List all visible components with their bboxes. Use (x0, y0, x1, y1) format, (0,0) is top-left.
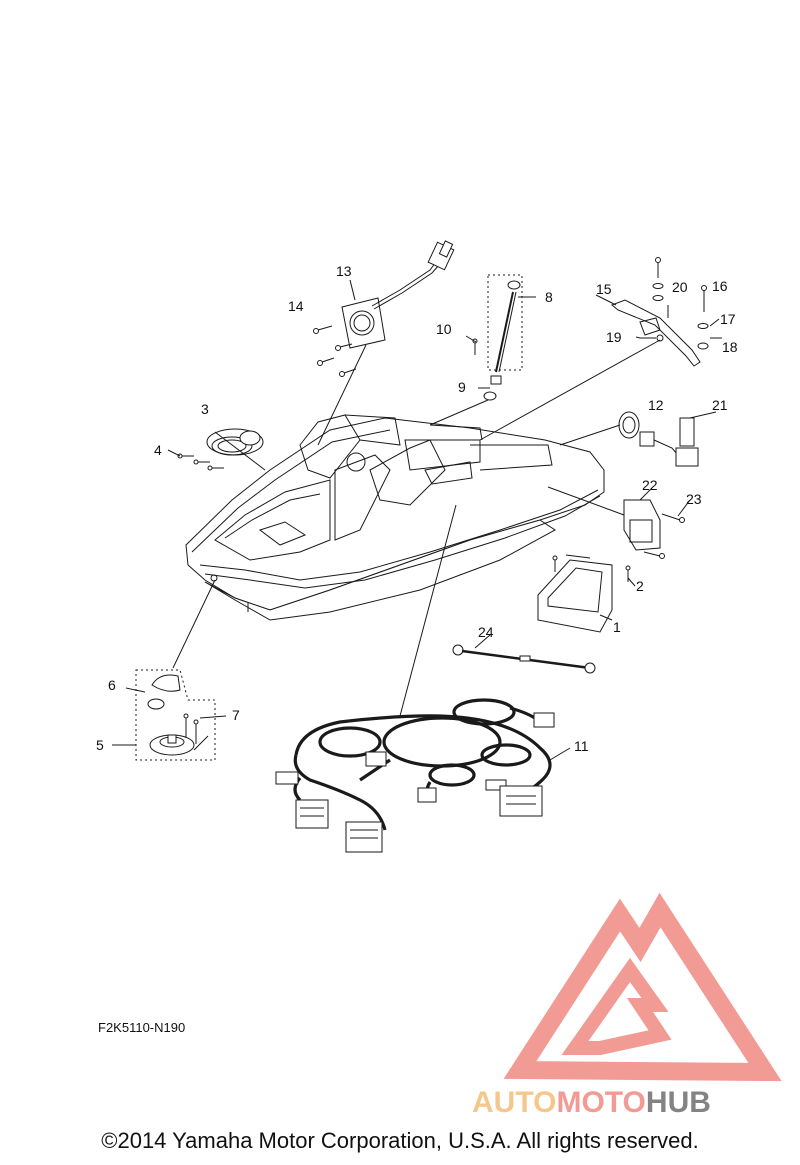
callout-22: 22 (642, 477, 658, 493)
watermark-logo: AUTOMOTOHUB (472, 892, 782, 1119)
callout-17: 17 (720, 311, 736, 327)
part-11-wiring-harness (275, 698, 555, 853)
part-9-nut (483, 375, 502, 401)
callout-6: 6 (108, 677, 116, 693)
part-20-hardware (652, 257, 669, 318)
part-5-cap-assembly (135, 669, 216, 761)
callout-14: 14 (288, 298, 304, 314)
callout-2: 2 (636, 578, 644, 594)
callout-labels: 1 2 3 4 5 6 7 8 9 10 11 12 13 14 15 16 1… (96, 263, 738, 754)
callout-3: 3 (201, 401, 209, 417)
callout-1: 1 (613, 619, 621, 635)
part-1-battery-tray (537, 554, 613, 633)
part-8-antenna (487, 274, 523, 373)
callout-16: 16 (712, 278, 728, 294)
callout-11: 11 (574, 738, 589, 754)
part-4-screws (177, 453, 224, 471)
callout-9: 9 (458, 379, 466, 395)
part-15-bracket (611, 299, 701, 367)
callout-23: 23 (686, 491, 702, 507)
callout-4: 4 (154, 442, 162, 458)
callout-20: 20 (672, 279, 688, 295)
part-3-speaker (206, 428, 264, 456)
callout-12: 12 (648, 397, 664, 413)
part-23-screw (643, 513, 685, 559)
part-17-washer (697, 323, 709, 329)
part-24-cable (452, 644, 596, 674)
part-19-bolt (640, 334, 664, 342)
callout-10: 10 (436, 321, 452, 337)
callout-19: 19 (606, 329, 622, 345)
callout-8: 8 (545, 289, 553, 305)
part-6-cap (147, 674, 181, 710)
part-2-screws (552, 555, 631, 582)
callout-13: 13 (336, 263, 352, 279)
leader-lines (112, 279, 722, 761)
callout-18: 18 (722, 339, 738, 355)
callout-21: 21 (712, 397, 728, 413)
diagram-code: F2K5110-N190 (98, 1020, 185, 1035)
callout-7: 7 (232, 707, 240, 723)
watermark-text: AUTOMOTOHUB (472, 1086, 711, 1119)
part-7-screws (183, 713, 209, 751)
callout-24: 24 (478, 624, 494, 640)
part-21-sensor (639, 417, 699, 467)
boat-hull (185, 414, 605, 621)
part-13-gauge-plate (341, 240, 455, 349)
callout-5: 5 (96, 737, 104, 753)
part-12-grommet (618, 411, 640, 439)
callout-15: 15 (596, 281, 612, 297)
part-22-control-box (623, 499, 661, 551)
part-16-bolt (701, 285, 707, 312)
copyright-notice: ©2014 Yamaha Motor Corporation, U.S.A. A… (101, 1128, 699, 1153)
part-18-nut (697, 342, 709, 350)
